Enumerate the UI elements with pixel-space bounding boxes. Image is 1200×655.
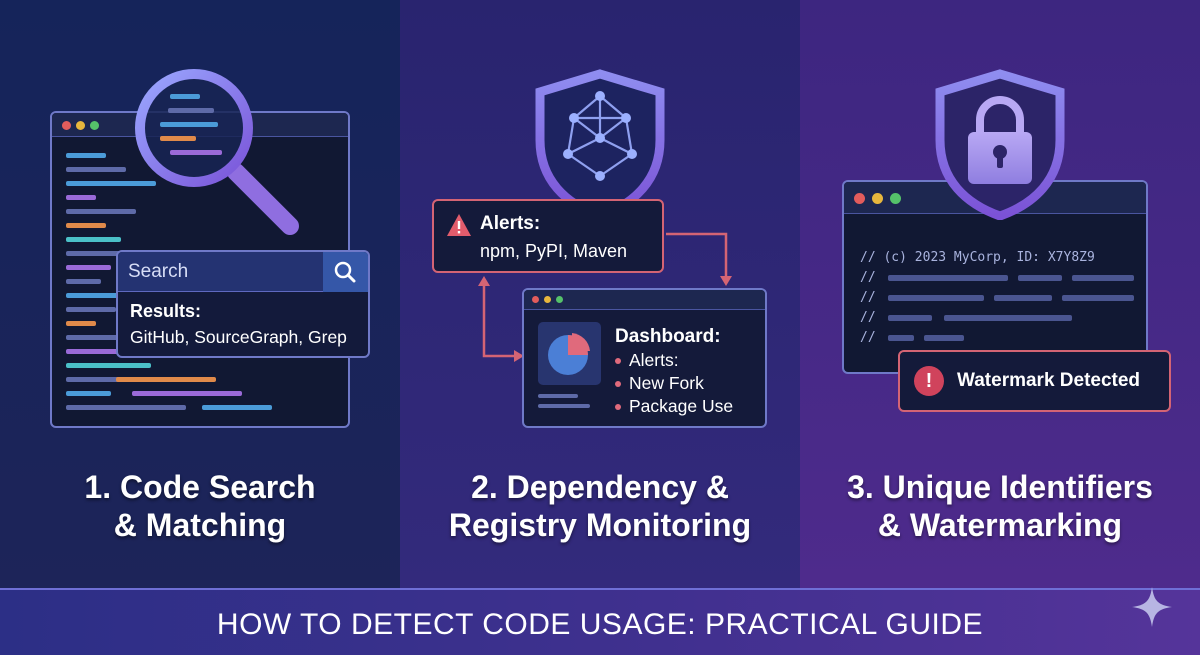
dash-line: [538, 394, 578, 398]
code-bar: [1018, 275, 1062, 281]
watermark-detected-box: ! Watermark Detected: [898, 350, 1171, 412]
panel-code-search: Search Results: GitHub, SourceGraph, Gre…: [0, 0, 400, 588]
panel-title-dependency: 2. Dependency & Registry Monitoring: [448, 469, 752, 543]
alerts-title: Alerts:: [480, 213, 541, 234]
dashboard-window: Dashboard: Alerts: New Fork Package Use: [522, 288, 767, 428]
code-bar: [924, 335, 964, 341]
alert-icon: !: [914, 366, 944, 396]
results-text: GitHub, SourceGraph, Grep: [130, 327, 347, 347]
search-input[interactable]: Search: [118, 252, 323, 292]
footer-banner: HOW TO DETECT CODE USAGE: PRACTICAL GUID…: [0, 588, 1200, 655]
dashboard-item: Alerts:: [615, 350, 679, 371]
code-bar: [944, 315, 1072, 321]
close-dot: [532, 296, 539, 303]
maximize-dot: [890, 193, 901, 204]
close-dot: [62, 121, 71, 130]
results-label: Results:: [130, 301, 202, 321]
code-bar: [888, 315, 932, 321]
pie-chart-icon: [548, 333, 590, 375]
dashboard-item: New Fork: [615, 373, 704, 394]
network-shield-icon: [535, 69, 665, 220]
code-comment: //: [860, 270, 876, 285]
alerts-box: Alerts: npm, PyPI, Maven: [432, 199, 664, 273]
pie-chart-panel: [538, 322, 601, 385]
window-titlebar: [524, 290, 765, 310]
code-bar: [994, 295, 1052, 301]
watermark-detected-label: Watermark Detected: [957, 370, 1141, 391]
padlock-shield-icon: [935, 69, 1065, 220]
code-bar: [1062, 295, 1134, 301]
code-comment: //: [860, 290, 876, 305]
alerts-text: npm, PyPI, Maven: [480, 241, 628, 261]
search-card: Search Results: GitHub, SourceGraph, Gre…: [116, 250, 370, 358]
panel-title-code-search: 1. Code Search & Matching: [84, 469, 316, 543]
connector-arrows: [478, 232, 732, 362]
code-comment: //: [860, 310, 876, 325]
close-dot: [854, 193, 865, 204]
panel-title-watermarking: 3. Unique Identifiers & Watermarking: [847, 469, 1153, 543]
maximize-dot: [90, 121, 99, 130]
minimize-dot: [544, 296, 551, 303]
minimize-dot: [76, 121, 85, 130]
footer-title: HOW TO DETECT CODE USAGE: PRACTICAL GUID…: [216, 608, 984, 641]
code-bar: [888, 295, 984, 301]
code-comment: //: [860, 330, 876, 345]
dash-line: [538, 404, 590, 408]
code-bar: [888, 275, 1008, 281]
code-bar: [888, 335, 914, 341]
minimize-dot: [872, 193, 883, 204]
search-button[interactable]: [323, 252, 368, 292]
magnifier-icon: [135, 69, 299, 235]
warning-icon: [447, 214, 471, 236]
sparkle-icon: [1132, 587, 1172, 627]
dashboard-item: Package Use: [615, 396, 733, 417]
dashboard-title: Dashboard:: [615, 326, 721, 347]
code-bar: [1072, 275, 1134, 281]
search-icon: [334, 261, 356, 283]
watermark-code-line: // (c) 2023 MyCorp, ID: X7Y8Z9: [860, 250, 1095, 265]
maximize-dot: [556, 296, 563, 303]
